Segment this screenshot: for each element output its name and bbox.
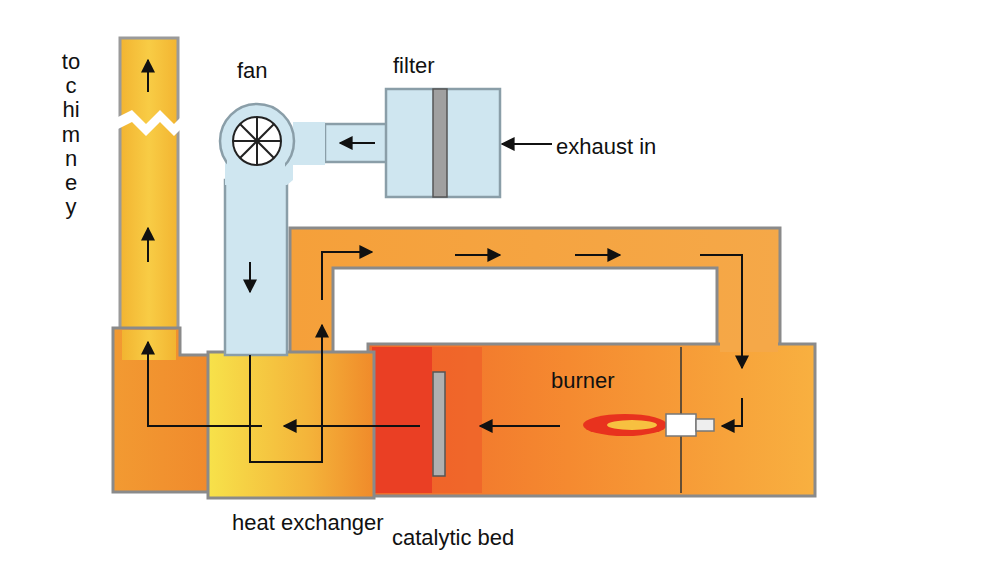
exhaust-label: exhaust in xyxy=(556,134,656,159)
heat-exchanger-label: heat exchanger xyxy=(232,510,384,535)
filter-label: filter xyxy=(393,53,435,78)
fan-label: fan xyxy=(237,58,268,83)
chimney-label: to chimney xyxy=(60,50,82,219)
burner-label: burner xyxy=(551,368,615,393)
catalytic-bed-label: catalytic bed xyxy=(392,525,514,550)
